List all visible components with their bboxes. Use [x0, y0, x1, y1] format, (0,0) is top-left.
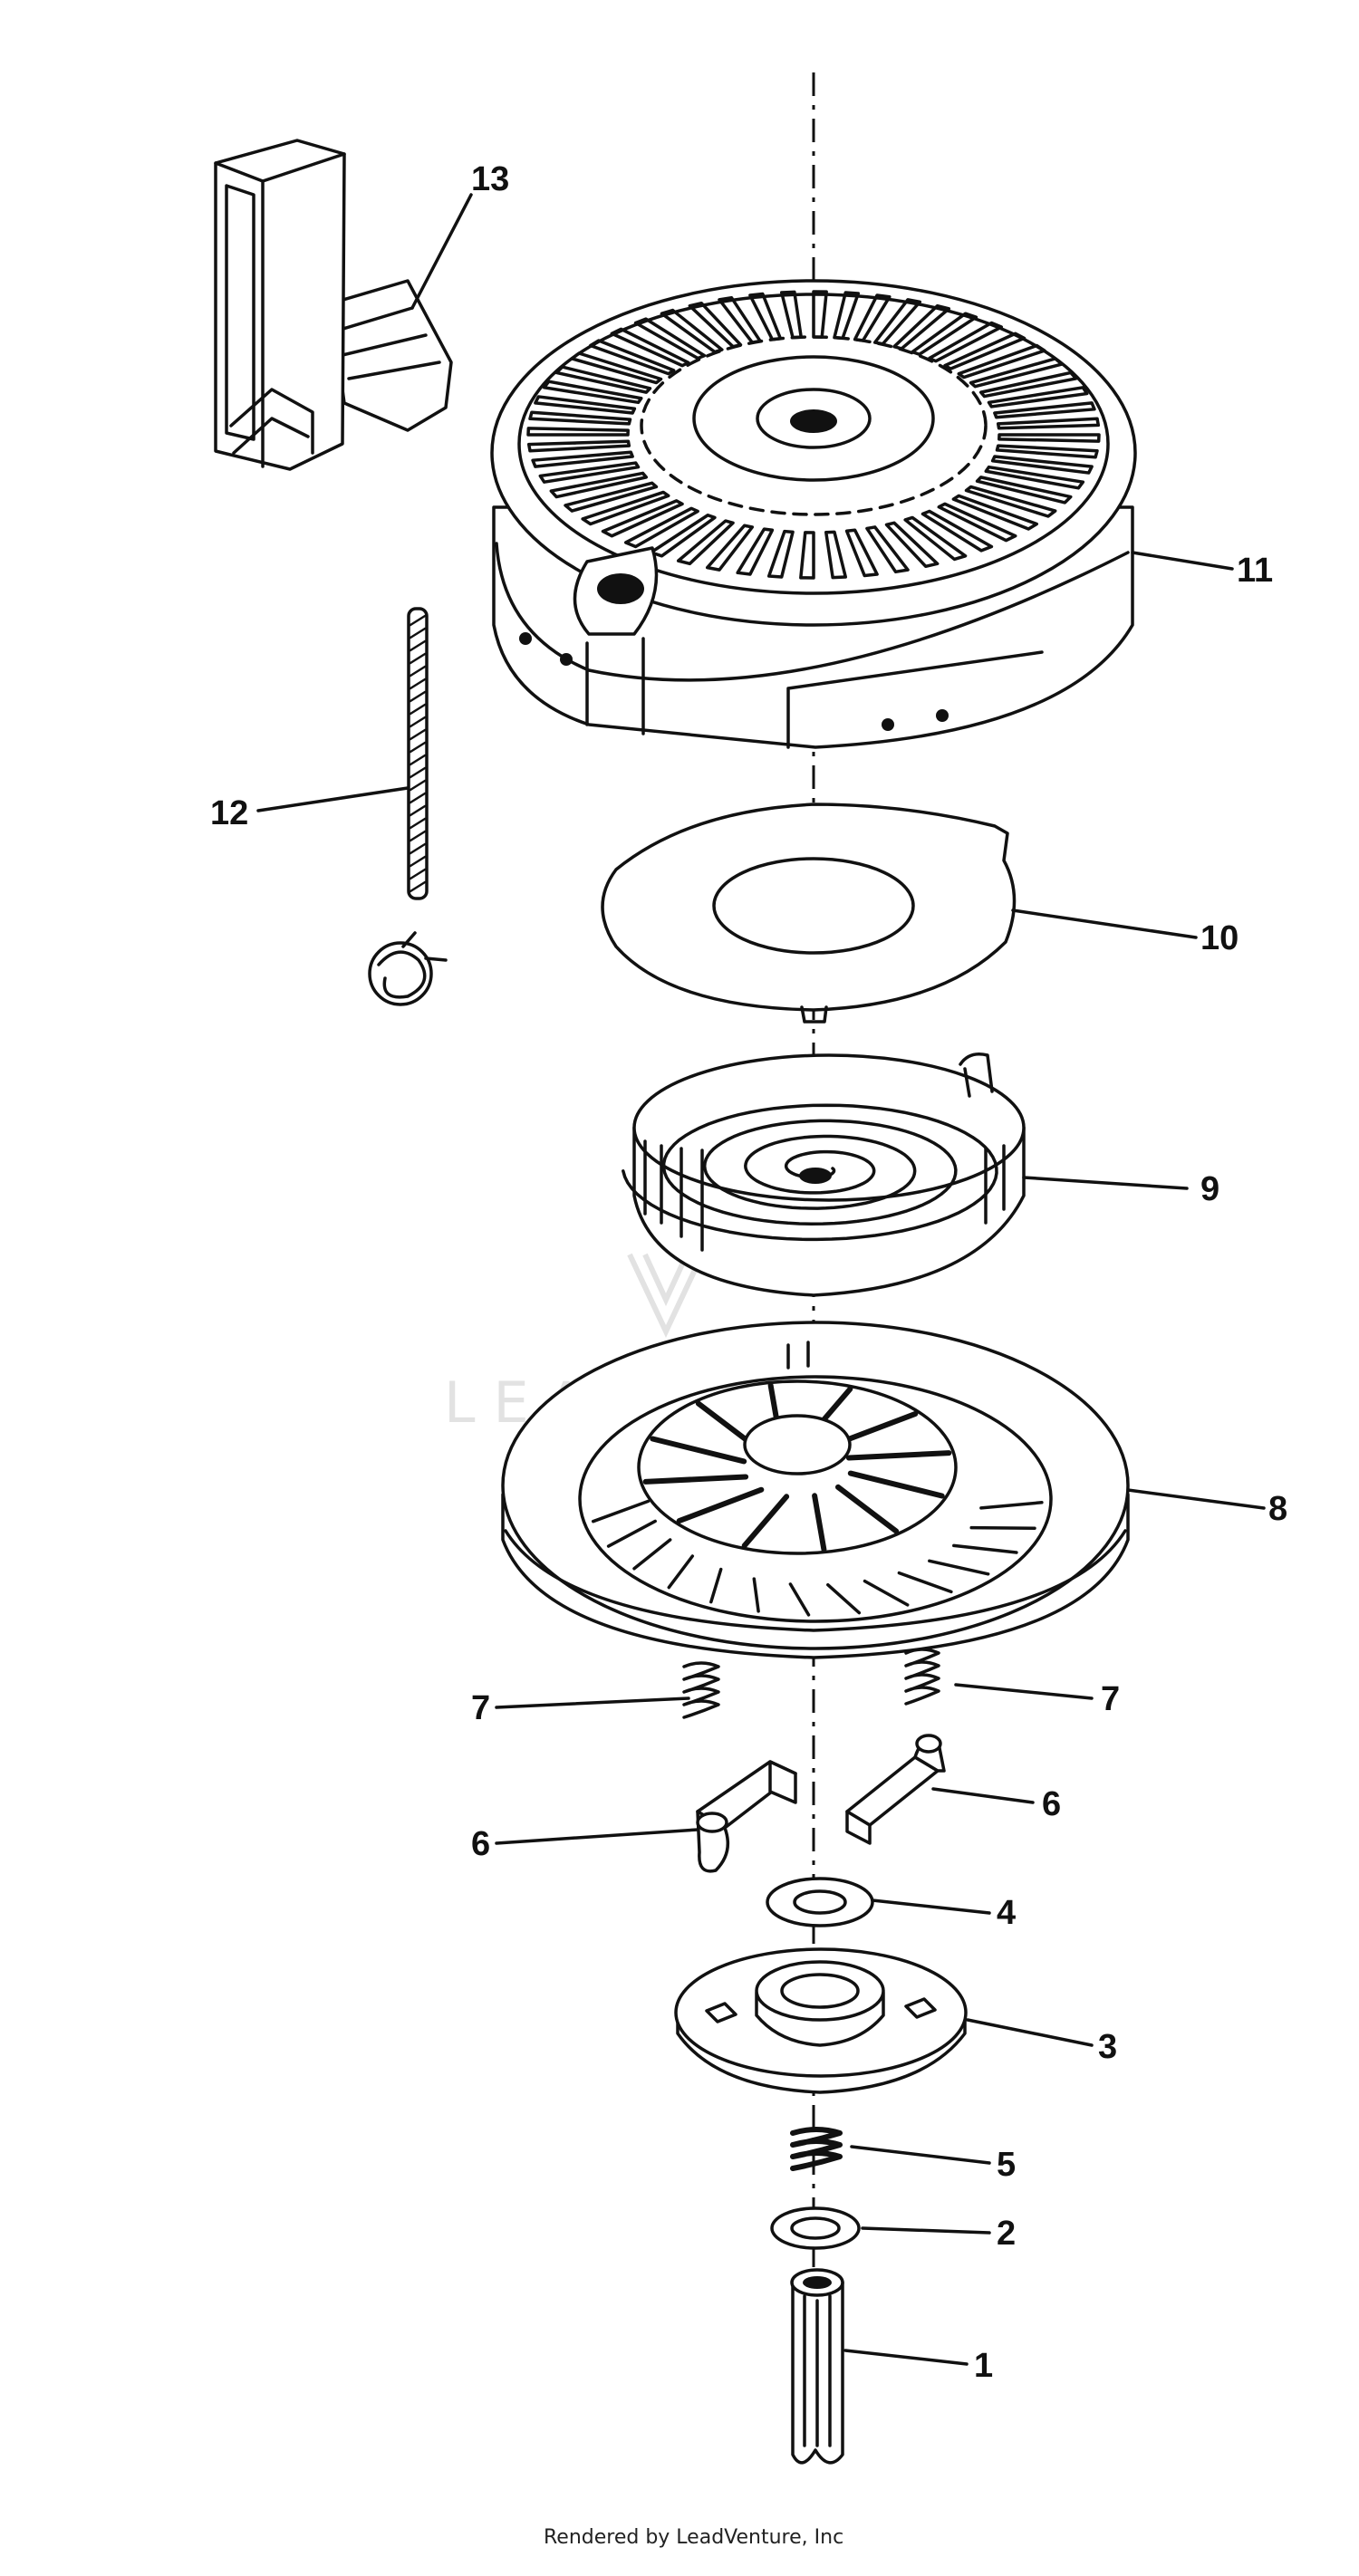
callout-2: 2 [997, 2215, 1016, 2253]
callout-9: 9 [1200, 1170, 1219, 1208]
starter-dog-icon [696, 1760, 797, 1873]
callout-11: 11 [1237, 552, 1273, 590]
recoil-spring-icon [622, 1053, 1026, 1297]
starter-cup-sleeve-icon [790, 2268, 844, 2465]
brake-spring-icon [790, 2127, 843, 2171]
watermark-logo-icon [627, 1253, 705, 1339]
dog-spring-icon [682, 1661, 720, 1719]
pulley-icon [501, 1321, 1130, 1659]
washer-icon [766, 1877, 874, 1927]
callout-6-left: 6 [471, 1825, 490, 1863]
starter-handle-icon [214, 139, 453, 471]
spring-cover-plate-icon [601, 803, 1017, 1024]
callout-1: 1 [974, 2347, 993, 2385]
starter-dog-icon [845, 1734, 946, 1845]
callout-3: 3 [1098, 2028, 1117, 2066]
callout-4: 4 [997, 1894, 1016, 1932]
callout-12: 12 [210, 794, 248, 832]
callout-6-right: 6 [1042, 1785, 1061, 1823]
footer-credit: Rendered by LeadVenture, Inc [544, 2526, 843, 2549]
starter-rope-icon [368, 607, 448, 1006]
leader-lines [256, 193, 1266, 2366]
dog-spring-icon [904, 1648, 940, 1706]
callout-7-left: 7 [471, 1689, 490, 1727]
callout-10: 10 [1200, 919, 1239, 957]
callout-7-right: 7 [1101, 1680, 1120, 1718]
washer-icon [770, 2206, 861, 2250]
callout-13: 13 [471, 160, 509, 198]
callout-5: 5 [997, 2146, 1016, 2184]
dog-retainer-icon [674, 1947, 968, 2094]
starter-housing-icon [490, 279, 1137, 749]
callout-8: 8 [1268, 1490, 1287, 1528]
